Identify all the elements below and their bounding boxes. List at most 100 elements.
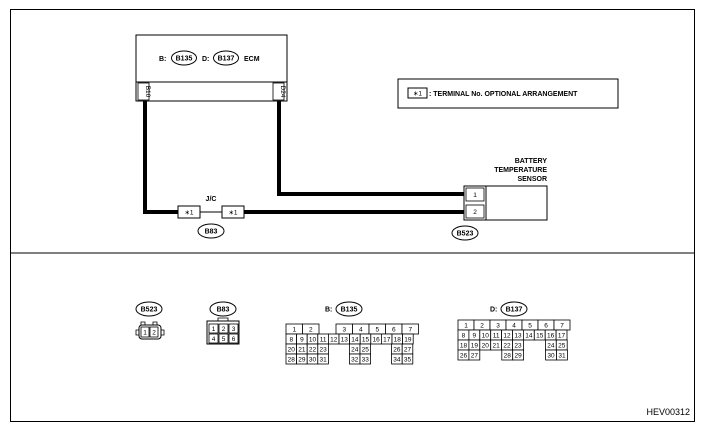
wire-d24 [277, 101, 466, 196]
b137-pin-7: 7 [560, 323, 564, 330]
b137-pin-27: 27 [471, 353, 479, 360]
b135-pin-20: 20 [288, 347, 296, 354]
b137-pin-12: 12 [503, 333, 511, 340]
sensor-name-line1: BATTERY [515, 158, 548, 165]
b135-pin-5: 5 [375, 327, 379, 334]
sensor-name-line3: SENSOR [517, 176, 547, 183]
b83-pin-1: 1 [212, 326, 216, 333]
b135-pin-26: 26 [393, 347, 401, 354]
jc-pin-right: ∗1 [228, 210, 237, 217]
connector-b83-id: B83 [217, 307, 230, 314]
figure-code: HEV00312 [646, 407, 690, 417]
b137-pin-4: 4 [512, 323, 516, 330]
b135-pin-19: 19 [404, 337, 412, 344]
b137-pin-cell [512, 349, 525, 361]
ecm-pin-b10: B10 [144, 86, 151, 98]
b137-pin-13: 13 [514, 333, 522, 340]
legend-box: ∗1 : TERMINAL No. OPTIONAL ARRANGEMENT [397, 78, 619, 109]
b135-pin-31: 31 [319, 357, 327, 364]
b135-pin-32: 32 [351, 357, 359, 364]
b135-pin-30: 30 [309, 357, 317, 364]
connector-b135-prefix: B: [325, 307, 332, 314]
sensor-connector-id: B523 [457, 231, 474, 238]
b135-pin-22: 22 [309, 347, 317, 354]
b137-pin-2: 2 [480, 323, 484, 330]
b523-pin-2: 2 [152, 330, 156, 337]
b137-pin-21: 21 [493, 343, 501, 350]
b137-pin-11: 11 [493, 333, 500, 340]
sensor-name-line2: TEMPERATURE [494, 167, 547, 174]
b135-pin-11: 11 [320, 337, 327, 344]
legend-symbol: ∗1 [413, 91, 422, 98]
joint-connector: J/C ∗1 ∗1 B83 [177, 196, 245, 239]
b135-pin-33: 33 [362, 357, 370, 364]
b135-pin-8: 8 [289, 337, 293, 344]
b137-pin-cell [468, 349, 481, 361]
legend-text: : TERMINAL No. OPTIONAL ARRANGEMENT [429, 91, 578, 98]
b135-pin-2: 2 [309, 327, 313, 334]
ecm-name: ECM [244, 56, 260, 63]
b135-pin-cell [401, 353, 414, 365]
b137-pin-30: 30 [547, 353, 555, 360]
b137-pin-15: 15 [536, 333, 544, 340]
ecm-connector-d: B137 [218, 56, 235, 63]
ecm-label-d: D: [202, 56, 209, 63]
connector-b137-id: B137 [506, 307, 523, 314]
b135-pin-12: 12 [330, 337, 338, 344]
b135-pin-28: 28 [288, 357, 296, 364]
b137-pin-6: 6 [544, 323, 548, 330]
connector-b523-id: B523 [141, 307, 158, 314]
ecm-unit: B10 D24 B: B135 D: B137 ECM [135, 34, 288, 102]
b135-pin-16: 16 [372, 337, 380, 344]
b137-pin-22: 22 [503, 343, 511, 350]
b137-pin-9: 9 [473, 333, 477, 340]
ecm-label-b: B: [159, 56, 166, 63]
b135-pin-24: 24 [351, 347, 359, 354]
b83-pin-5: 5 [222, 336, 226, 343]
b135-pin-17: 17 [383, 337, 391, 344]
b135-pin-25: 25 [362, 347, 370, 354]
wire-b10 [143, 101, 178, 214]
battery-temperature-sensor: BATTERY TEMPERATURE SENSOR 1 2 B523 [451, 158, 548, 241]
b135-pin-10: 10 [309, 337, 317, 344]
b135-pin-21: 21 [298, 347, 306, 354]
b137-pin-3: 3 [496, 323, 500, 330]
ecm-pin-d24: D24 [279, 86, 286, 98]
b137-pin-14: 14 [525, 333, 533, 340]
b137-pin-1: 1 [464, 323, 468, 330]
b135-pin-15: 15 [362, 337, 370, 344]
b83-pin-3: 3 [232, 326, 236, 333]
b137-pin-29: 29 [515, 353, 523, 360]
b137-pin-19: 19 [471, 343, 479, 350]
b135-pin-cell [317, 353, 329, 365]
b137-pin-20: 20 [482, 343, 490, 350]
connector-b135-id: B135 [341, 307, 358, 314]
b137-pin-28: 28 [504, 353, 512, 360]
b135-pin-cell [359, 353, 372, 365]
jc-connector-id: B83 [205, 229, 218, 236]
b135-pin-35: 35 [404, 357, 412, 364]
b137-pin-10: 10 [482, 333, 490, 340]
b137-pin-31: 31 [558, 353, 566, 360]
b135-pin-9: 9 [300, 337, 304, 344]
jc-pin-left: ∗1 [184, 210, 193, 217]
b135-pin-34: 34 [393, 357, 401, 364]
b137-pin-24: 24 [547, 343, 555, 350]
b135-pin-3: 3 [342, 327, 346, 334]
sensor-pin-2: 2 [473, 209, 477, 216]
connector-b83-view: B83 1 2 3 4 5 6 [206, 301, 240, 345]
b83-pin-4: 4 [212, 336, 216, 343]
b135-pin-27: 27 [404, 347, 412, 354]
b137-pin-23: 23 [514, 343, 522, 350]
b83-pin-2: 2 [222, 326, 226, 333]
ecm-connector-b: B135 [176, 56, 193, 63]
b135-pin-14: 14 [351, 337, 359, 344]
b135-pin-23: 23 [319, 347, 327, 354]
b137-pin-8: 8 [462, 333, 466, 340]
b135-pin-7: 7 [408, 327, 412, 334]
b137-pin-26: 26 [460, 353, 468, 360]
